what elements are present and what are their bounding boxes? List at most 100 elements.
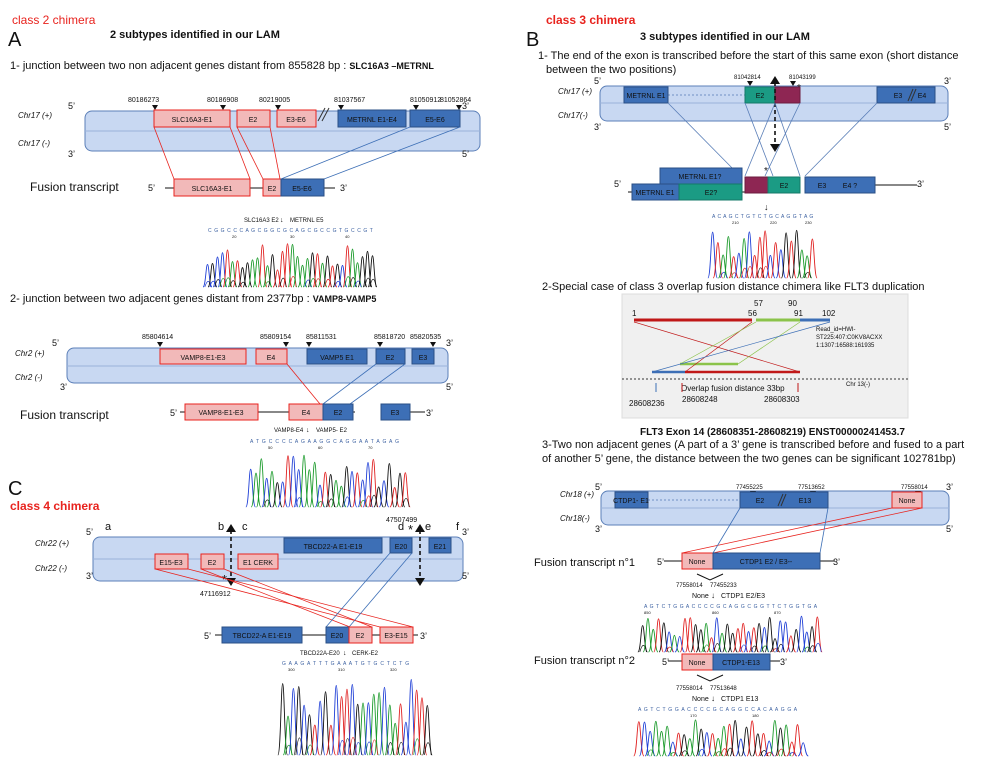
chromatogram-peak (298, 454, 310, 508)
gene-box (428, 537, 452, 554)
coordinate: 28608248 (682, 395, 718, 404)
chromatogram-peak (295, 737, 303, 756)
chromatogram-peak (726, 747, 734, 757)
chromatogram (707, 229, 818, 279)
chromatogram-peak (790, 628, 802, 653)
subtype-heading: between the two positions) (546, 64, 676, 76)
chromatogram-peak (352, 703, 363, 756)
chromatogram-peak (761, 645, 769, 653)
break-marks (317, 107, 330, 122)
chromatogram-peak (650, 720, 662, 757)
chromatogram-peak (209, 280, 217, 288)
locus-letter: b (218, 521, 224, 533)
fusion-box-label: E3-E15 (384, 633, 407, 640)
chromatogram-peak (256, 458, 267, 508)
dna-sequence: A C A G C T G T C T G C A G G T A G (712, 214, 814, 220)
chromatogram (277, 678, 433, 756)
genomic-position: 77513652 (798, 485, 825, 491)
chromatogram-peak (282, 455, 294, 508)
seq-tick: 60 (318, 445, 323, 450)
chromatogram-peak (277, 683, 288, 756)
gene-label: E2 (208, 560, 217, 567)
gene-label: METRNL E1 (626, 93, 665, 100)
read-id: ST225:407:C0KV8ACXX (816, 335, 882, 341)
genomic-position: 85820535 (410, 334, 441, 341)
chromatogram-peak (740, 644, 748, 653)
seq-tick: 70 (368, 445, 373, 450)
junction-left-label: SLC16A3 E2 (244, 218, 279, 224)
chromatogram-peak (644, 730, 656, 757)
chromatogram-peak (277, 250, 288, 288)
three-prime-label: 3’ (595, 524, 602, 534)
fusion-box (348, 626, 373, 644)
chromatogram-peak (261, 477, 272, 508)
chromatogram-peak (357, 702, 369, 756)
coordinate: 77455233 (710, 583, 737, 589)
seq-tick: 20 (232, 234, 237, 239)
junction-arrow: ↓ (306, 427, 310, 434)
chromatogram-peak (740, 267, 749, 279)
genomic-position: 47507499 (386, 517, 417, 524)
genomic-position: 77558014 (901, 485, 928, 491)
panel-title: 3 subtypes identified in our LAM (640, 31, 810, 43)
chromatogram-peak (719, 271, 728, 279)
chromatogram-peak (680, 750, 689, 757)
subtype-heading: of another 5’ gene, the distance between… (542, 453, 956, 465)
five-prime-label: 5’ (86, 527, 93, 537)
genomic-position: 81052864 (440, 97, 471, 104)
chromatogram-peak (717, 254, 729, 279)
chromatogram-peak (748, 627, 760, 653)
chromatogram-peak (775, 620, 786, 653)
fusion-box (767, 176, 801, 194)
chr-minus-label: Chr2 (-) (15, 373, 43, 382)
chromatogram-peak (733, 252, 745, 279)
genomic-position: 85809154 (260, 334, 291, 341)
chromatogram-peak (293, 469, 304, 508)
chromatogram-peak (702, 644, 711, 653)
chromatogram-peak (422, 705, 433, 756)
fusion-transcript-label: Fusion transcript n°2 (534, 655, 635, 667)
chr-plus-label: Chr18 (+) (560, 490, 594, 499)
gene-label: E2 (756, 93, 765, 100)
break-mark (780, 493, 787, 507)
flt3-panel (621, 293, 909, 419)
five-prime-label: 5’ (946, 524, 953, 534)
five-prime-label: 5’ (52, 338, 59, 348)
fusion-box (744, 176, 769, 194)
junction-left-label: VAMP8-E4 (274, 428, 304, 434)
junction-left-label: None (692, 696, 709, 703)
gene-label: E3 (894, 93, 903, 100)
chromatogram-peak (295, 497, 303, 508)
chromatogram-peak (227, 261, 238, 288)
chromatogram-peak (284, 744, 293, 756)
chromatogram-peak (765, 751, 774, 757)
read-position: 56 (748, 309, 757, 318)
seq-tick: 870 (774, 610, 781, 615)
chromatogram-peak (324, 278, 332, 288)
junction-left-label: TBCD22A-E20 (300, 651, 340, 657)
subtype-heading: 1- junction between two non adjacent gen… (10, 60, 434, 72)
chromatogram-peak (279, 277, 287, 288)
subtype-heading: 2- junction between two adjacent genes d… (10, 293, 376, 305)
chromatogram-peak (334, 280, 342, 288)
gene-box (255, 348, 288, 365)
fusion-box-label: None (689, 559, 706, 566)
fusion-box (184, 403, 259, 421)
chromatogram-peak (272, 482, 283, 508)
chromatogram-peak (796, 615, 807, 653)
three-prime-label: 3’ (446, 338, 453, 348)
chromatogram-peak (267, 254, 278, 288)
mapping-lines (286, 363, 406, 405)
chromatogram-peak (761, 265, 770, 279)
mapping-lines (153, 126, 461, 180)
gene-box (411, 348, 435, 365)
seq-tick: 180 (752, 713, 759, 718)
chromatogram-peak (314, 278, 322, 288)
gene-box (623, 86, 669, 104)
chromatogram-peak (689, 719, 702, 757)
chromatogram-peak (354, 280, 362, 288)
fusion-transcript-label: Fusion transcript (20, 408, 109, 422)
panel-a: class 2 chimera A 2 subtypes identified … (8, 13, 481, 508)
chromatogram-peak (368, 693, 380, 756)
chromatogram-peak (217, 252, 228, 288)
